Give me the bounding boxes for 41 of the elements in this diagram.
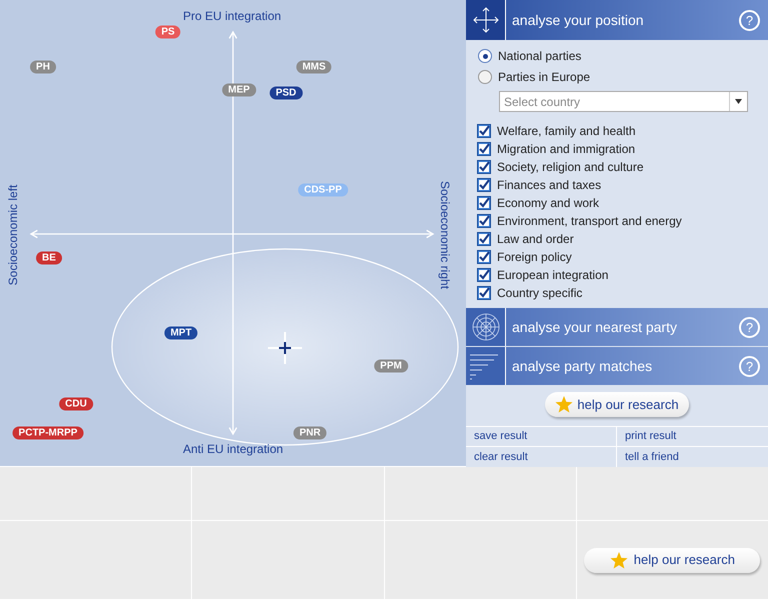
checkbox-label: Country specific [497,285,582,302]
party-pill: PH [30,60,56,74]
help-icon: ? [739,356,760,376]
link: tell a friend [625,450,679,465]
option-label: National parties [498,48,582,65]
party-pill: PSD [270,86,302,100]
checkbox-label: Foreign policy [497,249,572,266]
section-title: analyse party matches [512,356,652,376]
section-title: analyse your nearest party [512,318,677,337]
section-title: analyse your position [512,10,644,30]
checkbox-label: European integration [497,267,608,284]
party-pill: PCTP-MRPP [12,426,84,440]
checkbox-label: Environment, transport and energy [497,213,682,230]
checkbox-label: Welfare, family and health [497,123,636,140]
party-pill: CDU [59,398,93,410]
party-pill: MPT [164,326,198,340]
checkbox-label: Economy and work [497,195,600,212]
checkbox-label: Migration and immigration [497,141,636,158]
link: print result [625,429,676,444]
axis-title: Socioeconomic left [5,184,21,288]
party-pill: CDS-PP [298,184,348,196]
party-pill: PS [155,26,181,38]
help-research-button: help our research [584,548,760,572]
checkbox-label: Society, religion and culture [497,159,644,176]
axis-title: Socioeconomic right [437,180,453,292]
party-pill: PNR [293,426,327,440]
party-pill: PPM [374,360,408,372]
party-pill: MMS [296,60,332,74]
link: clear result [474,450,528,465]
party-pill: BE [36,252,62,264]
country-select: Select country [499,91,748,112]
help-research-button: help our research [545,392,689,417]
help-icon: ? [739,10,760,30]
party-pill: MEP [222,84,256,96]
link: save result [474,429,528,444]
axis-title: Pro EU integration [183,8,282,25]
checkbox-label: Law and order [497,231,574,248]
axis-title: Anti EU integration [183,441,284,458]
help-icon: ? [739,316,760,338]
checkbox-label: Finances and taxes [497,177,602,194]
option-label: Parties in Europe [498,69,590,86]
